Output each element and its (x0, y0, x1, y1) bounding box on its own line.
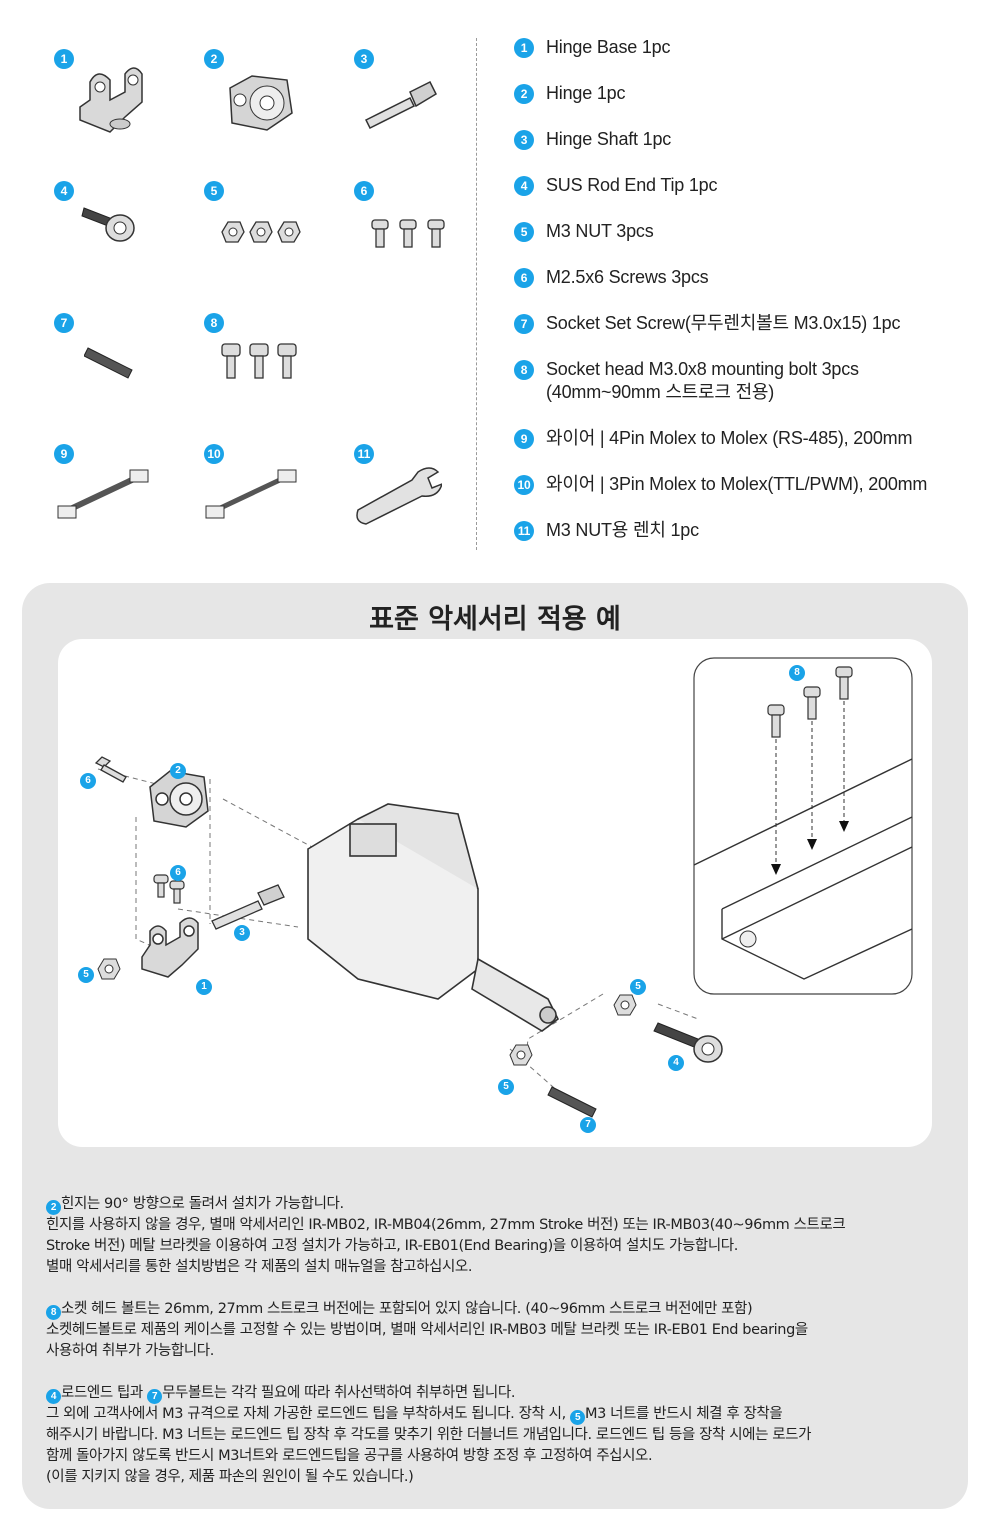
part-badge-2: 2 (204, 49, 224, 69)
note-text: Stroke 버전) 메탈 브라켓을 이용하여 고정 설치가 가능하고, IR-… (46, 1238, 738, 1254)
list-item-label: Hinge Base 1pc (546, 37, 671, 57)
m2-5-screw-image (371, 219, 445, 248)
list-badge: 4 (514, 176, 534, 196)
note-text: 소켓 헤드 볼트는 26mm, 27mm 스트로크 버전에는 포함되어 있지 않… (61, 1301, 753, 1317)
hinge-shaft-image (364, 80, 437, 130)
note-badge: 7 (147, 1389, 163, 1404)
list-item-label: Hinge Shaft 1pc (546, 129, 672, 149)
part-badge-10: 10 (204, 444, 224, 464)
list-badge: 7 (514, 314, 534, 334)
part-badge-3: 3 (354, 49, 374, 69)
part-badge-7: 7 (54, 313, 74, 333)
callout-2: 2 (170, 763, 186, 779)
callout-6-mid: 6 (170, 865, 186, 881)
list-item: 11 M3 NUT용 렌치 1pc (514, 519, 984, 542)
list-item-label: SUS Rod End Tip 1pc (546, 175, 718, 195)
part-badge-6: 6 (354, 181, 374, 201)
list-badge: 10 (514, 475, 534, 495)
note-text: 로드엔드 팁과 (61, 1385, 148, 1401)
wrench-image (356, 467, 442, 525)
note-text: 그 외에 고객사에서 M3 규격으로 자체 가공한 로드엔드 팁을 부착하셔도 … (46, 1406, 571, 1422)
callout-8: 8 (789, 665, 805, 681)
part-badge-8: 8 (204, 313, 224, 333)
list-item: 2 Hinge 1pc (514, 82, 984, 105)
list-item-label: 와이어 | 4Pin Molex to Molex (RS-485), 200m… (546, 428, 913, 448)
list-item: 9 와이어 | 4Pin Molex to Molex (RS-485), 200… (514, 427, 984, 450)
list-badge: 3 (514, 130, 534, 150)
note-text: 함께 돌아가지 않도록 반드시 M3너트와 로드엔드팁을 공구를 사용하여 방향… (46, 1448, 653, 1464)
part-badge-9: 9 (54, 444, 74, 464)
wire-3pin-image (205, 469, 297, 519)
wire-4pin-image (57, 469, 149, 519)
hinge-base-image (79, 67, 143, 133)
callout-5-left: 5 (78, 967, 94, 983)
list-item: 1 Hinge Base 1pc (514, 36, 984, 59)
rod-end-tip-image (81, 207, 135, 242)
list-badge: 1 (514, 38, 534, 58)
callout-5-right: 5 (630, 979, 646, 995)
example-panel: 표준 악세서리 적용 예 (22, 583, 968, 1509)
list-item: 5 M3 NUT 3pcs (514, 220, 984, 243)
list-badge: 6 (514, 268, 534, 288)
part-badge-1: 1 (54, 49, 74, 69)
callout-4: 4 (668, 1055, 684, 1071)
set-screw-image (84, 347, 133, 379)
list-item: 4 SUS Rod End Tip 1pc (514, 174, 984, 197)
socket-head-bolt-image (221, 343, 297, 379)
note-badge: 4 (46, 1389, 61, 1404)
panel-title: 표준 악세서리 적용 예 (369, 604, 621, 635)
note-text: M3 너트를 반드시 체결 후 장착을 (585, 1406, 783, 1422)
note-text: 무두볼트는 각각 필요에 따라 취사선택하여 취부하면 됩니다. (162, 1385, 516, 1401)
note-badge: 8 (46, 1305, 61, 1320)
list-badge: 11 (514, 521, 534, 541)
list-badge: 8 (514, 360, 534, 380)
list-item-label: M3 NUT용 렌치 1pc (546, 520, 699, 540)
hinge-image (229, 75, 293, 131)
list-item: 8 Socket head M3.0x8 mounting bolt 3pcs (… (514, 358, 984, 404)
note-badge: 5 (570, 1410, 586, 1425)
note-text: 사용하여 취부가 가능합니다. (46, 1343, 214, 1359)
note-text: 별매 악세서리를 통한 설치방법은 각 제품의 설치 매뉴얼을 참고하십시오. (46, 1259, 473, 1275)
note-text: 해주시기 바랍니다. M3 너트는 로드엔드 팁 장착 후 각도를 맞추기 위한… (46, 1427, 812, 1443)
part-badge-5: 5 (204, 181, 224, 201)
m3-nut-image (221, 221, 301, 243)
callout-5-lower: 5 (498, 1079, 514, 1095)
note-text: 힌지는 90° 방향으로 돌려서 설치가 가능합니다. (61, 1196, 344, 1212)
list-badge: 9 (514, 429, 534, 449)
assembly-illustration (94, 657, 913, 1118)
list-badge: 5 (514, 222, 534, 242)
list-item: 6 M2.5x6 Screws 3pcs (514, 266, 984, 289)
note-badge: 2 (46, 1200, 61, 1215)
list-item: 10 와이어 | 3Pin Molex to Molex(TTL/PWM), 20… (514, 473, 984, 496)
part-badge-4: 4 (54, 181, 74, 201)
list-item: 7 Socket Set Screw(무두렌치볼트 M3.0x15) 1pc (514, 312, 984, 335)
callout-1: 1 (196, 979, 212, 995)
parts-list: 1 Hinge Base 1pc 2 Hinge 1pc 3 Hinge Shaft … (514, 36, 984, 542)
list-item-label: Hinge 1pc (546, 83, 626, 103)
callout-3: 3 (234, 925, 250, 941)
list-badge: 2 (514, 84, 534, 104)
list-item-label: M3 NUT 3pcs (546, 221, 654, 241)
note-text: 힌지를 사용하지 않을 경우, 별매 악세서리인 IR-MB02, IR-MB0… (46, 1217, 846, 1233)
assembly-diagram: 6 2 6 3 5 1 5 4 5 7 8 (58, 639, 932, 1147)
note-text: (이를 지키지 않을 경우, 제품 파손의 원인이 될 수도 있습니다.) (46, 1469, 414, 1485)
list-item-label: M2.5x6 Screws 3pcs (546, 267, 709, 287)
list-item-label: Socket head M3.0x8 mounting bolt 3pcs (4… (546, 359, 859, 402)
list-item-label: Socket Set Screw(무두렌치볼트 M3.0x15) 1pc (546, 313, 901, 333)
part-badge-11: 11 (354, 444, 374, 464)
parts-divider (476, 38, 477, 550)
callout-7: 7 (580, 1117, 596, 1133)
list-item: 3 Hinge Shaft 1pc (514, 128, 984, 151)
note-text: 소켓헤드볼트로 제품의 케이스를 고정할 수 있는 방법이며, 별매 악세서리인… (46, 1322, 808, 1338)
list-item-label: 와이어 | 3Pin Molex to Molex(TTL/PWM), 200m… (546, 474, 928, 494)
callout-6-top: 6 (80, 773, 96, 789)
